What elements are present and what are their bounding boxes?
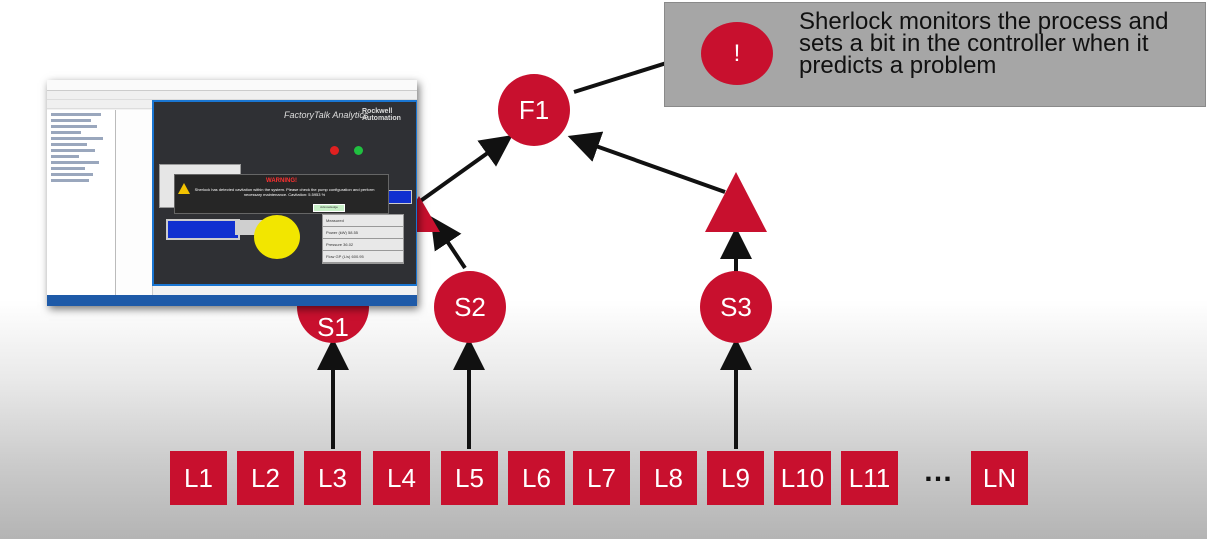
hmi-inlet-pipe [166,219,240,240]
measured-row: Pressure 36.02 [323,239,403,251]
leaf-ln: LN [971,451,1028,505]
exclamation-icon: ! [701,22,773,85]
arrow-s1tri-to-f1 [417,135,513,204]
screenshot-project-tree [47,110,116,295]
leaf-l6: L6 [508,451,565,505]
acknowledge-button[interactable]: Acknowledge [313,204,345,212]
leaf-l2: L2 [237,451,294,505]
hmi-brand: FactoryTalk Analytics [284,110,369,120]
screenshot-menubar [47,91,417,100]
node-s2: S2 [434,271,506,343]
measured-row: Flow GP (L/s) 600.95 [323,251,403,263]
triangle-s3-detector [705,172,767,232]
leaf-l7: L7 [573,451,630,505]
screenshot-taskbar [47,295,417,306]
red-status-light-icon [330,146,339,155]
leaf-l8: L8 [640,451,697,505]
warning-title: WARNING! [266,178,297,184]
hmi-brand-logo: Rockwell Automation [362,108,401,122]
leaf-l4: L4 [373,451,430,505]
green-status-light-icon [354,146,363,155]
software-screenshot: FactoryTalk Analytics Rockwell Automatio… [47,80,417,306]
arrow-s2-to-tri [430,216,467,270]
callout-text: Sherlock monitors the process and sets a… [799,8,1169,79]
hmi-display: FactoryTalk Analytics Rockwell Automatio… [152,100,417,286]
leaf-l10: L10 [774,451,831,505]
pump-icon [254,215,300,259]
warning-icon [178,183,190,194]
node-f1: F1 [498,74,570,146]
leaf-l1: L1 [170,451,227,505]
callout-box: ! Sherlock monitors the process and sets… [664,2,1206,107]
warning-message: Sherlock has detected cavitation within … [194,187,375,197]
leaf-l9: L9 [707,451,764,505]
measured-row: Power (kW) 58.55 [323,227,403,239]
arrow-s3tri-to-f1 [567,131,726,194]
screenshot-titlebar [47,80,417,91]
leaf-l11: L11 [841,451,898,505]
hmi-measured-table: Measured Power (kW) 58.55 Pressure 36.02… [322,214,404,264]
warning-dialog: WARNING! Sherlock has detected cavitatio… [174,174,389,214]
node-s3: S3 [700,271,772,343]
leaf-l3: L3 [304,451,361,505]
screenshot-ladder-pane [116,110,153,295]
leaf-l5: L5 [441,451,498,505]
measured-header: Measured [323,215,403,227]
leaf-ellipsis: … [923,455,953,488]
